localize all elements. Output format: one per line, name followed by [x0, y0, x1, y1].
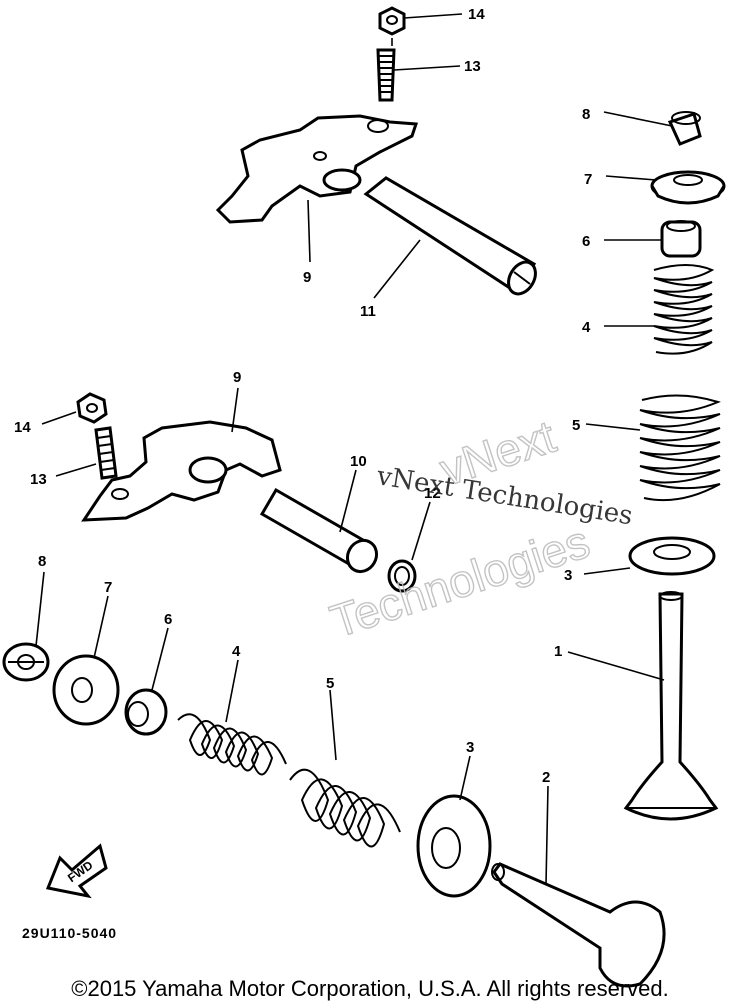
callout-13-mid: 13 [30, 471, 47, 488]
callout-3-right: 3 [564, 567, 572, 584]
seal-6-left [124, 688, 168, 736]
callout-2: 2 [542, 769, 550, 786]
fwd-arrow-icon: FWD [45, 843, 108, 899]
spring-seat-3-right [628, 536, 716, 576]
callout-12: 12 [424, 485, 441, 502]
spring-4-right [653, 264, 715, 355]
callout-1: 1 [554, 643, 562, 660]
valve-2 [491, 862, 666, 988]
callout-14-mid: 14 [14, 419, 31, 436]
callout-8-right: 8 [582, 106, 590, 123]
copyright-notice: ©2015 Yamaha Motor Corporation, U.S.A. A… [71, 976, 668, 1001]
callout-4-right: 4 [582, 319, 591, 336]
callout-4-left: 4 [232, 643, 241, 660]
callout-7-right: 7 [584, 171, 592, 188]
adjusting-screw-13-top [376, 48, 396, 102]
callout-6-left: 6 [164, 611, 172, 628]
callout-14-top: 14 [468, 6, 485, 23]
callout-labels: 14 13 9 11 8 7 6 4 5 3 1 9 14 13 10 12 8… [14, 6, 592, 786]
callout-9-mid: 9 [233, 369, 241, 386]
seal-6-right [660, 220, 702, 258]
o-ring-12 [387, 559, 417, 593]
spring-seat-3-left [416, 794, 492, 898]
watermark: vNext Technologies vNext Technologies [323, 409, 634, 648]
watermark-outline-line2: Technologies [324, 515, 595, 647]
callout-5-right: 5 [572, 417, 580, 434]
callout-3-left: 3 [466, 739, 474, 756]
reference-code: 29U110-5040 [22, 925, 117, 941]
nut-14-top [378, 6, 406, 36]
retainer-7-right [650, 170, 726, 205]
rocker-arm-9-mid [81, 420, 282, 522]
spring-4-left [177, 713, 287, 776]
nut-14-mid [76, 392, 108, 424]
spring-5-right [639, 394, 721, 502]
retainer-7-left [52, 654, 120, 726]
callout-5-left: 5 [326, 675, 334, 692]
cotter-8-left [2, 642, 50, 682]
callout-13-top: 13 [464, 58, 481, 75]
callout-9-top: 9 [303, 269, 311, 286]
leader-lines [35, 13, 673, 885]
cotter-8-right [667, 111, 702, 146]
callout-11: 11 [360, 303, 376, 320]
rocker-shaft-11 [363, 176, 537, 296]
callout-10: 10 [350, 453, 367, 470]
callout-6-right: 6 [582, 233, 590, 250]
valve-1 [623, 591, 719, 821]
spring-5-left [289, 768, 401, 848]
rocker-arm-9-top [215, 114, 419, 224]
callout-8-left: 8 [38, 553, 46, 570]
callout-7-left: 7 [104, 579, 112, 596]
adjusting-screw-13-mid [94, 426, 118, 480]
rocker-shaft-10 [259, 487, 379, 574]
